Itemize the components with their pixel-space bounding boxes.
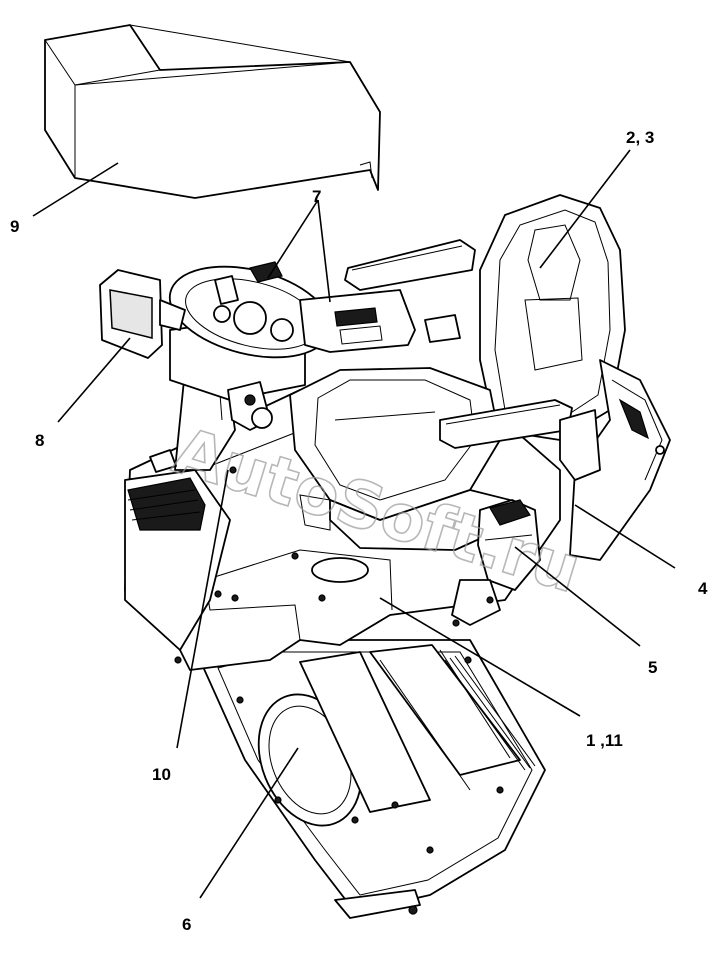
- callout-labels: 9 7 2, 3 8 4 5 1 ,11 10 6: [10, 128, 708, 934]
- roof-cover-part: [44, 24, 381, 199]
- callout-4: 4: [698, 579, 708, 598]
- leader-line-9: [32, 162, 119, 217]
- callout-10: 10: [152, 765, 171, 784]
- right-side-console-part: [559, 359, 671, 561]
- display-monitor-part: [99, 269, 186, 359]
- callout-2-3: 2, 3: [626, 128, 654, 147]
- callout-5: 5: [648, 658, 657, 677]
- steering-wheel-part: [168, 261, 332, 431]
- leader-line-6: [199, 747, 299, 899]
- callout-6: 6: [182, 915, 191, 934]
- callout-7: 7: [312, 187, 321, 206]
- left-armrest-part: [344, 239, 476, 291]
- leader-lines: [32, 149, 676, 899]
- leader-line-7b: [317, 199, 331, 303]
- leader-line-4: [574, 504, 676, 569]
- callout-8: 8: [35, 431, 44, 450]
- leader-line-8: [57, 337, 131, 423]
- callout-1-11: 1 ,11: [586, 731, 623, 750]
- leader-line-10: [176, 469, 229, 749]
- leader-line-7a: [267, 199, 319, 279]
- leader-line-1-11: [379, 597, 581, 717]
- operator-seat-part: [289, 194, 626, 551]
- joystick-part: [451, 499, 541, 626]
- leader-line-2-3: [539, 149, 631, 269]
- leader-line-5: [514, 546, 641, 647]
- dashboard-panel-part: [299, 289, 461, 353]
- callout-9: 9: [10, 217, 19, 236]
- floor-pan-part: [199, 639, 546, 919]
